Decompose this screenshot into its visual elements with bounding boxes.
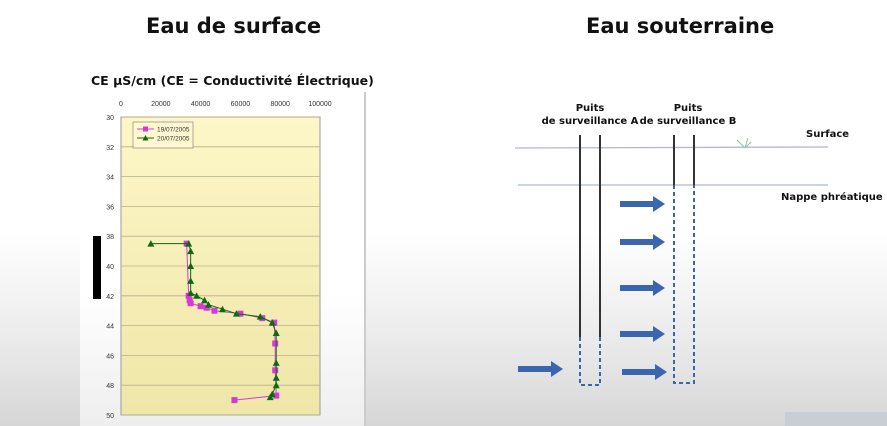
data-point bbox=[193, 292, 201, 299]
flow-arrow-icon bbox=[620, 280, 665, 296]
flow-arrow-icon bbox=[518, 361, 563, 377]
water-table-label: Nappe phréatique bbox=[781, 192, 883, 203]
y-tick-label: 30 bbox=[106, 115, 114, 122]
y-tick-label: 44 bbox=[106, 324, 114, 331]
data-point bbox=[272, 359, 280, 366]
depth-bar bbox=[93, 236, 101, 299]
data-point bbox=[272, 329, 280, 337]
data-point bbox=[187, 247, 195, 255]
legend bbox=[132, 121, 194, 149]
chart-caption: CE µS/cm (CE = Conductivité Électrique) bbox=[91, 73, 374, 88]
y-tick-label: 48 bbox=[106, 383, 114, 390]
flow-arrow-icon bbox=[620, 234, 665, 250]
well-a bbox=[579, 135, 601, 386]
grass-icon bbox=[736, 137, 752, 149]
y-tick-label: 40 bbox=[106, 264, 114, 271]
data-point bbox=[273, 392, 280, 399]
data-point bbox=[218, 305, 226, 313]
legend-label: 20/07/2005 bbox=[157, 136, 190, 143]
data-point bbox=[185, 240, 193, 247]
data-point bbox=[211, 307, 218, 314]
data-point bbox=[231, 397, 238, 404]
x-tick-label: 60000 bbox=[231, 101, 251, 108]
legend-label: 19/07/2005 bbox=[157, 127, 190, 134]
flow-arrow-icon bbox=[620, 196, 665, 212]
x-tick-label: 20000 bbox=[151, 101, 171, 108]
flow-arrow-icon bbox=[620, 326, 665, 342]
y-tick-label: 34 bbox=[106, 175, 114, 182]
data-point bbox=[147, 240, 155, 247]
groundwater-title: Eau souterraine bbox=[586, 14, 775, 38]
well-b bbox=[673, 135, 695, 384]
x-tick-label: 0 bbox=[119, 101, 123, 108]
data-point bbox=[272, 367, 279, 374]
y-tick-label: 42 bbox=[106, 294, 114, 301]
data-point bbox=[187, 262, 195, 269]
y-tick-label: 50 bbox=[106, 413, 114, 420]
data-point bbox=[187, 300, 194, 307]
surface-label: Surface bbox=[806, 129, 850, 140]
well-a-label: Puits de surveillance A bbox=[541, 103, 639, 127]
data-point bbox=[272, 340, 279, 347]
data-point bbox=[271, 319, 278, 326]
data-point bbox=[272, 381, 280, 389]
data-point bbox=[232, 310, 240, 317]
corner-overlay bbox=[785, 412, 887, 426]
data-point bbox=[272, 374, 280, 381]
flow-arrow-icon bbox=[622, 364, 667, 380]
data-point bbox=[266, 393, 274, 401]
well-b-label: Puits de surveillance B bbox=[639, 103, 737, 127]
data-point bbox=[187, 277, 195, 284]
legend-marker bbox=[142, 135, 149, 141]
data-point bbox=[205, 301, 213, 308]
x-tick-label: 40000 bbox=[191, 101, 211, 108]
data-point bbox=[201, 296, 209, 304]
data-point bbox=[268, 319, 276, 326]
y-tick-label: 38 bbox=[106, 234, 114, 241]
legend-marker bbox=[143, 126, 148, 132]
data-point bbox=[187, 289, 195, 296]
data-point bbox=[256, 313, 264, 320]
x-tick-label: 100000 bbox=[308, 101, 331, 108]
y-tick-label: 46 bbox=[106, 353, 114, 360]
data-point bbox=[197, 303, 204, 310]
surface-water-title: Eau de surface bbox=[146, 14, 322, 38]
x-tick-label: 80000 bbox=[270, 101, 290, 108]
y-tick-label: 32 bbox=[106, 145, 114, 152]
y-tick-label: 36 bbox=[106, 204, 114, 211]
surface-line bbox=[514, 146, 829, 149]
